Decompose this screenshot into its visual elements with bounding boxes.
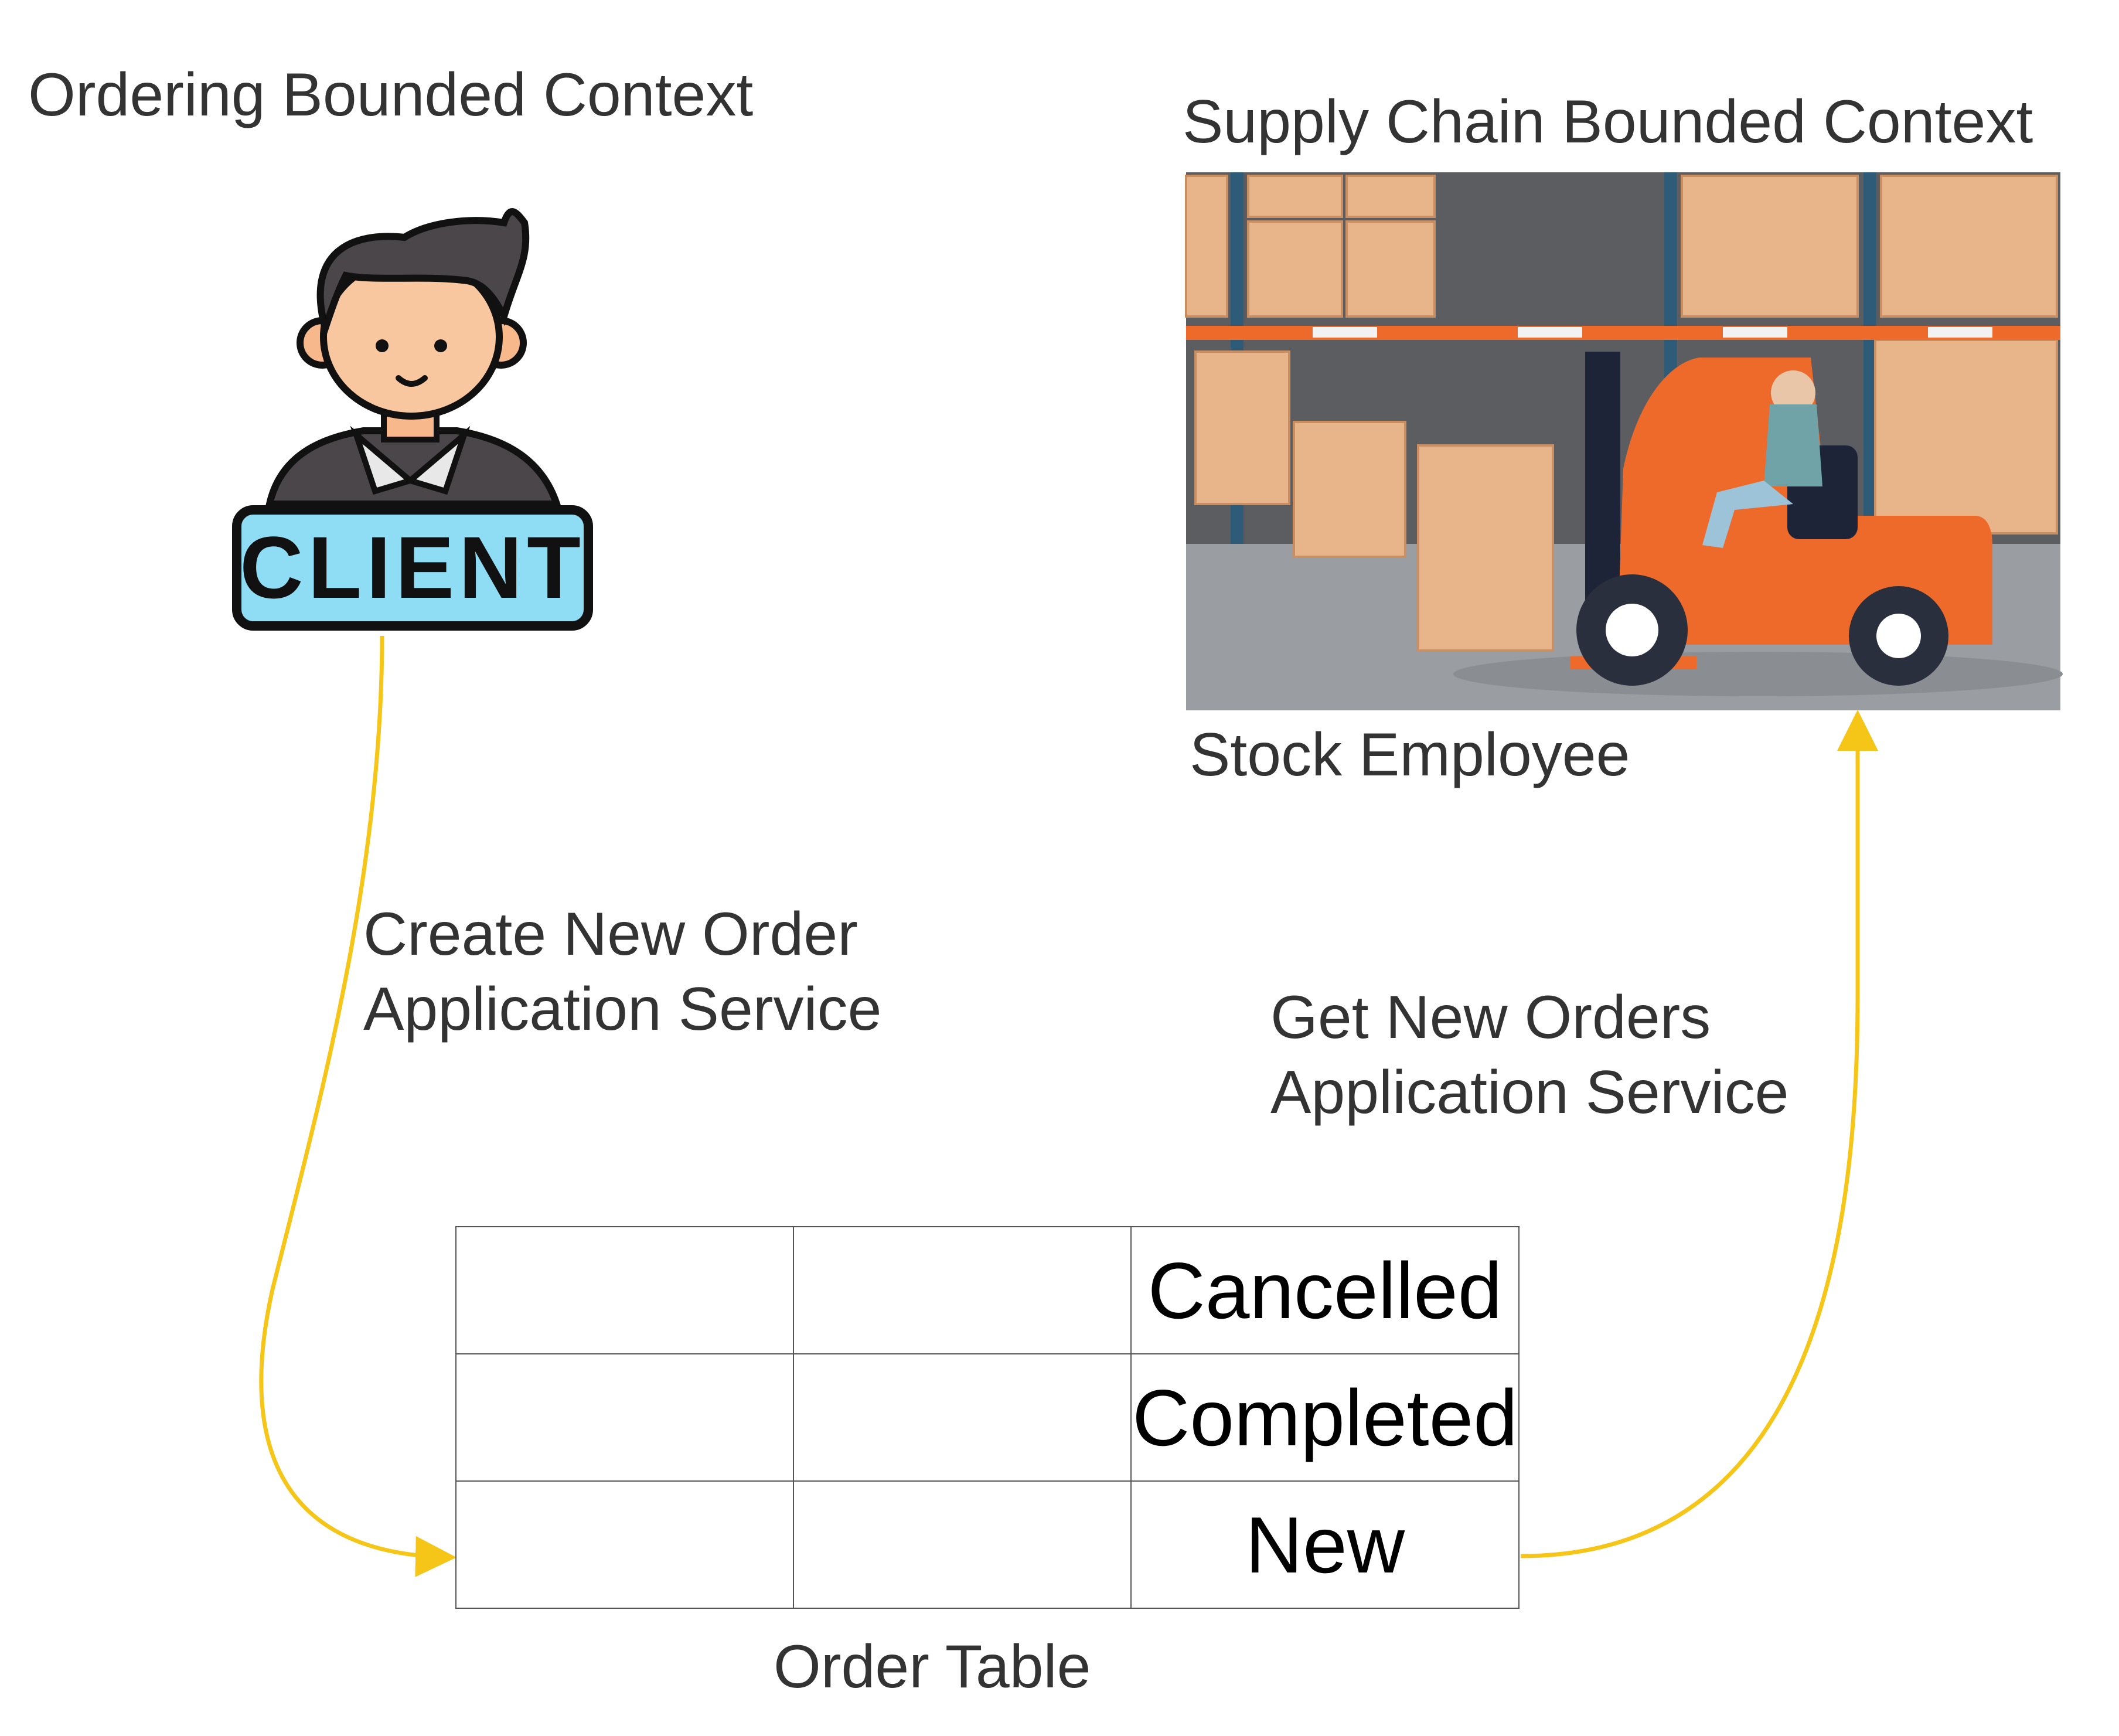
get-orders-flow-arrow <box>1520 710 1878 1558</box>
create-order-flow-arrow <box>259 635 456 1577</box>
get-orders-service-label: Get New Orders Application Service <box>1270 980 1788 1130</box>
table-cell <box>455 1480 794 1609</box>
supply-chain-context-title: Supply Chain Bounded Context <box>1183 88 2033 156</box>
client-badge-label: CLIENT <box>240 518 585 617</box>
table-row: Completed <box>455 1353 1520 1482</box>
order-table-caption: Order Table <box>774 1633 1091 1701</box>
table-cell <box>455 1353 794 1482</box>
table-cell <box>793 1480 1132 1609</box>
client-person-icon <box>265 208 562 508</box>
get-orders-line1: Get New Orders <box>1270 983 1711 1051</box>
client-badge-icon <box>232 505 593 631</box>
order-status-cell: New <box>1130 1480 1520 1609</box>
warehouse-forklift-illustration <box>1185 172 2063 710</box>
table-cell <box>793 1353 1132 1482</box>
order-status-cell: Cancelled <box>1130 1226 1520 1354</box>
table-cell <box>793 1226 1132 1354</box>
order-table: Cancelled Completed New <box>455 1226 1520 1609</box>
table-row: Cancelled <box>455 1226 1520 1354</box>
table-cell <box>455 1226 794 1354</box>
ordering-context-title: Ordering Bounded Context <box>28 61 754 129</box>
get-orders-line2: Application Service <box>1270 1058 1789 1126</box>
table-row: New <box>455 1480 1520 1609</box>
create-order-line2: Application Service <box>363 975 882 1043</box>
create-order-line1: Create New Order <box>363 900 858 968</box>
stock-employee-caption: Stock Employee <box>1190 721 1630 789</box>
create-order-service-label: Create New Order Application Service <box>363 897 881 1047</box>
order-status-cell: Completed <box>1130 1353 1520 1482</box>
